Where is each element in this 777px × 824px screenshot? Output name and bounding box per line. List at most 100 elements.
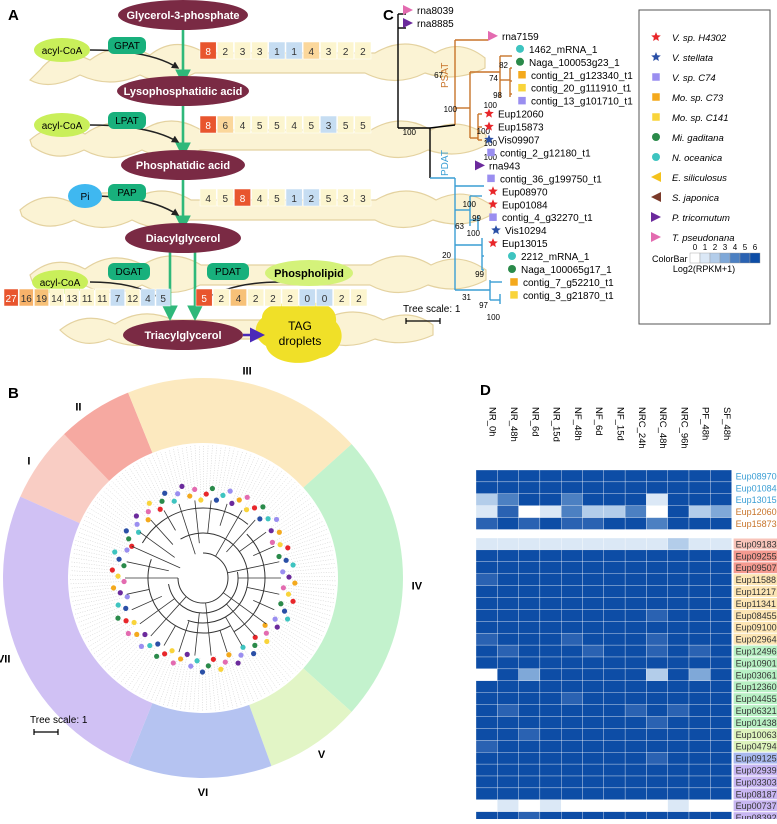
bootstrap-value: 98 bbox=[493, 91, 502, 100]
tree-branch bbox=[164, 510, 176, 530]
tree-tip-marker bbox=[252, 505, 257, 510]
heatmap-cell bbox=[540, 574, 561, 586]
colorbar-cell bbox=[710, 253, 720, 263]
acyl-coa-2: acyl-CoA bbox=[34, 113, 90, 137]
tree-tip-connector bbox=[255, 637, 291, 678]
clade-label: I bbox=[27, 456, 30, 468]
tree-tip-marker bbox=[132, 620, 137, 625]
legend-marker bbox=[652, 113, 660, 121]
heatmap-cell bbox=[540, 538, 561, 550]
tree-tip-connector bbox=[265, 625, 309, 658]
heatmap-cell bbox=[625, 562, 646, 574]
tree-tip-marker bbox=[178, 656, 183, 661]
tree-tip-marker bbox=[214, 498, 219, 503]
heatmap-cell bbox=[497, 776, 518, 788]
heatmap-cell bbox=[583, 645, 604, 657]
heatmap-column-header: PF_48h bbox=[700, 407, 711, 440]
heatmap-cell bbox=[646, 470, 667, 482]
heatmap-cell bbox=[689, 494, 710, 506]
heatmap-cell bbox=[625, 621, 646, 633]
leaf-label: rna7159 bbox=[502, 32, 539, 43]
leaf-label: Eup12060 bbox=[498, 110, 544, 121]
leaf-label: Naga_100053g23_1 bbox=[529, 58, 620, 69]
tree-tip-marker bbox=[179, 484, 184, 489]
heatmap-cell bbox=[540, 633, 561, 645]
heatmap-cell bbox=[497, 598, 518, 610]
tree-tip-marker bbox=[123, 606, 128, 611]
heatmap-cell bbox=[519, 586, 540, 598]
tree-tip-connector bbox=[115, 478, 148, 516]
enzyme-dgat: DGAT bbox=[108, 263, 150, 280]
heatmap-cell bbox=[561, 788, 582, 800]
heatmap-cell bbox=[604, 669, 625, 681]
heatmap-cell bbox=[668, 598, 689, 610]
tree-tip-connector bbox=[286, 615, 324, 632]
gene-count-value: 5 bbox=[360, 121, 366, 132]
tree-tip-connector bbox=[94, 623, 138, 654]
heatmap-cell bbox=[604, 776, 625, 788]
heatmap-cell bbox=[561, 705, 582, 717]
heatmap-row-label: Eup08187 bbox=[736, 789, 777, 799]
tree-tip-marker bbox=[228, 489, 233, 494]
tree-tip-marker bbox=[220, 493, 225, 498]
tree-internal-arc bbox=[178, 553, 228, 603]
tree-tip-marker bbox=[245, 495, 250, 500]
heatmap-column-header: NR_15d bbox=[551, 407, 562, 442]
heatmap-cell bbox=[625, 494, 646, 506]
heatmap-cell bbox=[668, 800, 689, 812]
tree-tip-connector bbox=[173, 448, 182, 486]
tree-tip-marker bbox=[276, 554, 281, 559]
tree-tip-connector bbox=[161, 452, 176, 497]
heatmap-cell bbox=[519, 538, 540, 550]
heatmap-row-label: Eup02939 bbox=[736, 766, 777, 776]
heatmap-cell bbox=[561, 752, 582, 764]
tree-branch bbox=[220, 630, 227, 652]
heatmap-cell bbox=[540, 776, 561, 788]
leaf-label: contig_7_g52210_t1 bbox=[523, 278, 614, 289]
bootstrap-value: 100 bbox=[463, 200, 477, 209]
legend-label: Mo. sp. C73 bbox=[672, 93, 724, 104]
heatmap-cell bbox=[497, 669, 518, 681]
heatmap-cell bbox=[561, 812, 582, 819]
tree-branch bbox=[226, 520, 255, 552]
heatmap-cell bbox=[710, 598, 731, 610]
heatmap-cell bbox=[519, 621, 540, 633]
heatmap-cell bbox=[689, 800, 710, 812]
tree-tip-marker bbox=[110, 567, 115, 572]
tree-tip-connector bbox=[267, 646, 294, 675]
tree-tip-marker bbox=[162, 491, 167, 496]
heatmap-column-header: NR_6d bbox=[529, 407, 540, 437]
gene-count-value: 2 bbox=[343, 47, 349, 58]
heatmap-row-label: Eup12360 bbox=[736, 682, 777, 692]
panel-a-letter: A bbox=[8, 7, 19, 24]
heatmap-row-label: Eup03061 bbox=[736, 670, 777, 680]
tree-tip-marker bbox=[124, 528, 129, 533]
heatmap-cell bbox=[476, 482, 497, 494]
heatmap-cell bbox=[476, 812, 497, 819]
tree-tip-connector bbox=[216, 446, 221, 486]
tree-branch bbox=[179, 621, 189, 652]
heatmap-column-header: SF_48h bbox=[721, 407, 732, 440]
heatmap-row-label: Eup12496 bbox=[736, 647, 777, 657]
tree-tip-connector bbox=[122, 473, 149, 508]
tree-tip-marker bbox=[112, 549, 117, 554]
heatmap-cell bbox=[519, 633, 540, 645]
heatmap-cell bbox=[497, 752, 518, 764]
heatmap-cell bbox=[519, 470, 540, 482]
heatmap-cell bbox=[519, 740, 540, 752]
tree-tip-connector bbox=[91, 622, 134, 650]
tree-tip-connector bbox=[239, 457, 259, 500]
tree-tip-marker bbox=[281, 585, 286, 590]
heatmap-cell bbox=[668, 776, 689, 788]
heatmap-cell bbox=[561, 728, 582, 740]
heatmap-cell bbox=[561, 717, 582, 729]
heatmap-cell bbox=[497, 482, 518, 494]
heatmap-cell bbox=[519, 574, 540, 586]
heatmap-cell bbox=[689, 681, 710, 693]
heatmap-cell bbox=[561, 598, 582, 610]
heatmap-cell bbox=[519, 562, 540, 574]
heatmap-cell bbox=[689, 657, 710, 669]
heatmap-cell bbox=[497, 633, 518, 645]
